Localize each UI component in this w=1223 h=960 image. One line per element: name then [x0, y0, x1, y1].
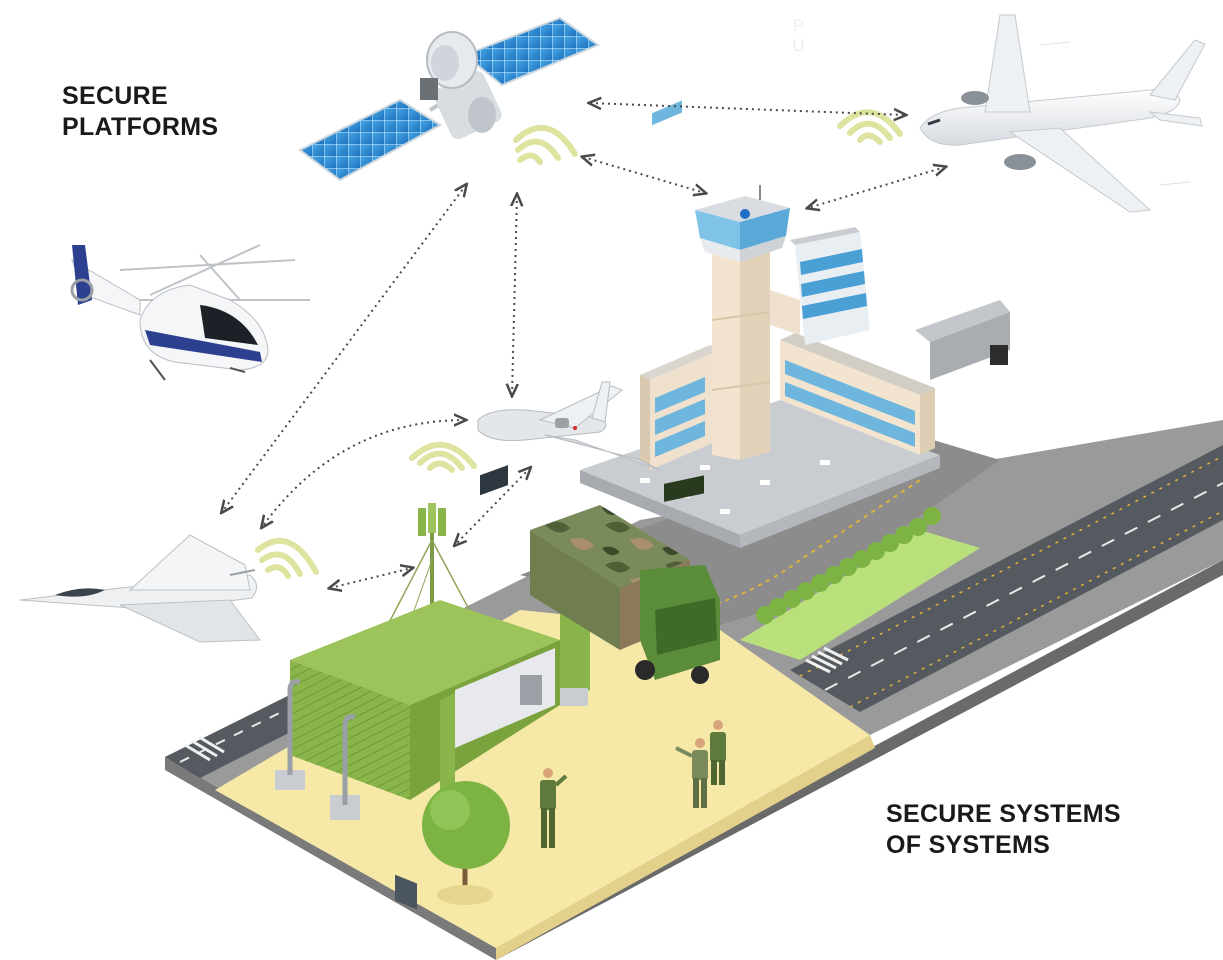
satellite: [298, 16, 601, 182]
link-satellite-tower: [583, 157, 705, 193]
faint-caption: P U: [690, 16, 910, 56]
link-satellite-drone: [512, 195, 517, 395]
grass-strip: [740, 530, 980, 660]
faint-caption-line-1: P: [792, 16, 808, 35]
command-container: [275, 465, 590, 910]
signal-icon-satellite: [513, 124, 578, 165]
faint-caption-line-2: U: [792, 36, 808, 55]
military-truck: [530, 475, 720, 684]
tree-row: [756, 507, 941, 624]
link-satellite-fighter: [222, 185, 466, 512]
communication-links: [222, 103, 945, 588]
soldier-2: [675, 738, 708, 808]
soldier-3: [710, 720, 726, 785]
runway: [790, 445, 1223, 712]
solar-panel-left: [298, 98, 442, 182]
link-fighter-mast: [330, 568, 412, 588]
terminal-building: [640, 100, 935, 470]
link-drone-fighter: [262, 420, 465, 527]
signal-icon-drone: [409, 441, 477, 473]
signal-icon-airliner: [837, 109, 903, 145]
signal-icon-fighter: [255, 538, 319, 579]
airliner: [919, 14, 1206, 213]
secure-platforms-label: SECURE PLATFORMS: [62, 82, 219, 141]
solar-panel-right: [463, 16, 601, 87]
drone: [477, 381, 661, 471]
soldiers: [540, 720, 726, 848]
large-tree: [422, 781, 510, 905]
soldier-1: [540, 768, 568, 848]
control-tower: [695, 185, 790, 460]
terminal-canopy: [580, 400, 940, 548]
helicopter: [70, 244, 310, 381]
link-satellite-airliner: [590, 103, 905, 115]
jet-bridge: [915, 300, 1010, 380]
fighter-jet: [19, 534, 261, 643]
link-airliner-tower: [808, 167, 945, 208]
secure-systems-label: SECURE SYSTEMS OF SYSTEMS: [886, 800, 1121, 859]
